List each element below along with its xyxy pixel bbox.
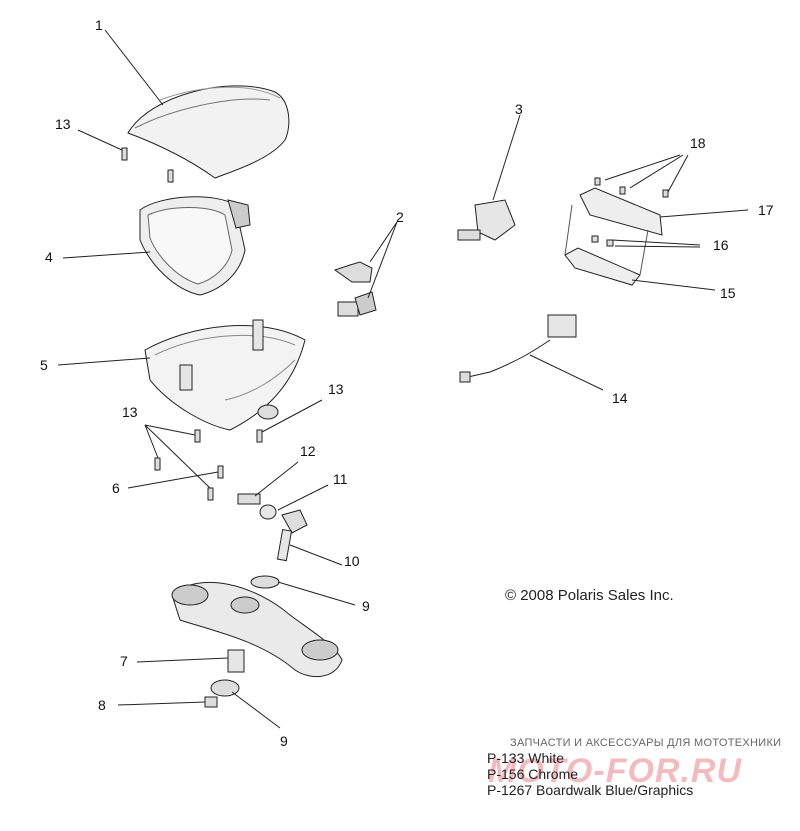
triple-clamp-part xyxy=(171,581,343,678)
callout-16: 16 xyxy=(713,237,729,253)
housing-part xyxy=(144,319,306,431)
color-code-list: P-133 White P-156 Chrome P-1267 Boardwal… xyxy=(487,750,693,798)
callout-5: 5 xyxy=(40,357,48,373)
callout-13-top: 13 xyxy=(55,116,71,132)
callout-10: 10 xyxy=(344,553,360,569)
color-code-line: P-133 White xyxy=(487,750,565,766)
bracket-part xyxy=(564,177,669,286)
callout-9-upper: 9 xyxy=(362,598,370,614)
leader-lines xyxy=(57,29,749,729)
watermark-tagline: ЗАПЧАСТИ И АКСЕССУАРЫ ДЛЯ МОТОТЕХНИКИ xyxy=(510,737,782,749)
copyright-text: © 2008 Polaris Sales Inc. xyxy=(505,587,674,604)
callout-9-lower: 9 xyxy=(280,733,288,749)
callout-labels: 1 2 3 4 5 6 7 8 9 9 10 11 12 13 13 13 14… xyxy=(40,17,774,749)
callout-8: 8 xyxy=(98,697,106,713)
callout-1: 1 xyxy=(95,17,103,33)
callout-13-right: 13 xyxy=(328,381,344,397)
watermark-logo: MOTO-FOR.RU xyxy=(488,752,743,790)
bolt-part xyxy=(237,493,308,562)
callout-6: 6 xyxy=(112,480,120,496)
callout-18: 18 xyxy=(690,135,706,151)
color-code-line: P-156 Chrome xyxy=(487,766,579,782)
color-code-line: P-1267 Boardwalk Blue/Graphics xyxy=(487,782,694,798)
callout-13-left: 13 xyxy=(122,404,138,420)
callout-11: 11 xyxy=(333,471,348,487)
callout-15: 15 xyxy=(720,285,736,301)
callout-3: 3 xyxy=(515,101,523,117)
screw-part xyxy=(121,147,174,183)
callout-12: 12 xyxy=(300,443,316,459)
washer-part xyxy=(250,575,280,589)
callout-7: 7 xyxy=(120,653,128,669)
screw-part xyxy=(154,429,263,501)
bulb-part xyxy=(457,199,516,241)
headlight-part xyxy=(139,196,251,296)
callout-2: 2 xyxy=(396,209,404,225)
callout-4: 4 xyxy=(45,249,53,265)
callout-14: 14 xyxy=(612,390,628,406)
visor-part xyxy=(127,85,290,179)
callout-17: 17 xyxy=(758,202,774,218)
bulb-part xyxy=(333,261,377,317)
harness-part xyxy=(459,314,577,383)
